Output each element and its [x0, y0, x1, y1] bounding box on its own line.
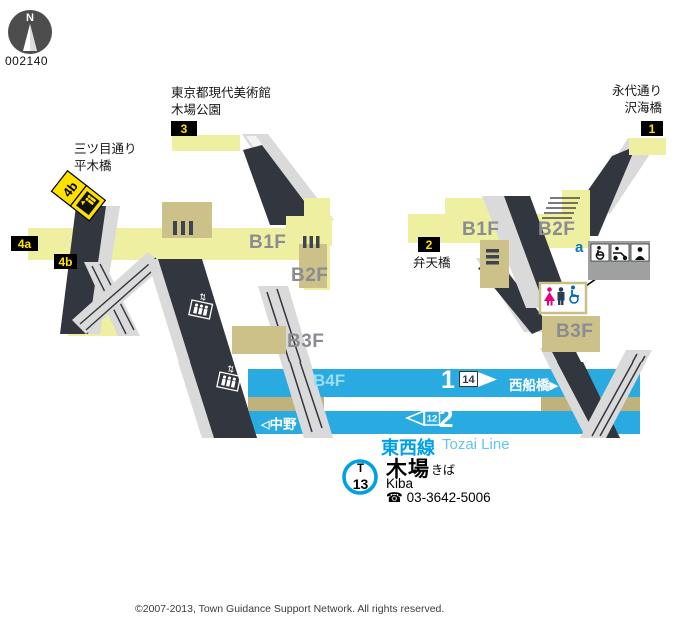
station-name-kana: きば [431, 463, 456, 477]
exit4a-number-badge: 4a [11, 236, 38, 251]
floor-label-b3f-left: B3F [287, 331, 325, 352]
staff-person-icon [635, 247, 645, 260]
exit4-destination-2: 平木橋 [74, 159, 112, 173]
ticket-gate-icon [173, 221, 499, 265]
exit2-destination: 弁天橋 [413, 256, 451, 270]
exit4-destination-1: 三ツ目通り [74, 142, 137, 156]
track1-direction: 西船橋▶ [509, 374, 558, 394]
elevator-icon: ⇅ [216, 364, 242, 392]
phone-number: 03-3642-5006 [406, 490, 491, 505]
compass-icon: N [8, 10, 52, 54]
line-name-ja: 東西線 [381, 438, 435, 458]
track2-direction: ◁中野 [261, 413, 296, 433]
compass-north-label: N [26, 12, 34, 24]
exit4-stair-bands [60, 206, 164, 336]
station-number: 13 [352, 475, 369, 492]
female-icon [544, 287, 555, 306]
mobility-scooter-icon [613, 246, 628, 261]
line-symbol-letter: T [356, 463, 365, 475]
stairs-icon [542, 197, 580, 219]
station-number-badge: T 13 [344, 461, 377, 492]
exit3-destination-2: 木場公園 [171, 103, 222, 117]
svg-text:⇅: ⇅ [198, 292, 207, 303]
male-icon [557, 287, 565, 305]
wheelchair-icon [569, 285, 579, 304]
track1-direction-name: 西船橋 [509, 378, 550, 393]
exit4b-number-badge: 4b [54, 254, 77, 269]
escalator-band-right-b1f [482, 196, 572, 310]
floor-label-b2f-right: B2F [538, 219, 576, 240]
bands-over-platform [178, 361, 646, 438]
exit3-number-badge: 3 [171, 121, 197, 136]
exit1-destination-2: 沢海橋 [624, 101, 662, 115]
track2-number: 2 [439, 403, 454, 433]
exit1-destination-1: 永代通り [611, 84, 662, 98]
exit4b-badge-label: 4b [60, 179, 81, 200]
track1-number: 1 [441, 366, 455, 394]
floor-label-b1f-left: B1F [249, 232, 287, 253]
left-arrow-icon: ◁ [261, 419, 270, 431]
map-id: 002140 [5, 54, 49, 68]
station-symbol-circle [342, 459, 378, 495]
wheelchair-icon [595, 246, 605, 260]
floor-label-b2f-left: B2F [291, 265, 329, 286]
station-name-ja: 木場 [386, 458, 430, 481]
copyright-text: ©2007-2013, Town Guidance Support Networ… [135, 603, 445, 615]
elevator-icon: ⇅ [188, 292, 214, 320]
car-position-track1: 14 [459, 371, 497, 387]
car-position-track2: 12 [404, 409, 441, 427]
phone-icon: ☎ [386, 490, 403, 505]
floor-label-b4f: B4F [313, 371, 346, 390]
accessible-facility-box [588, 241, 650, 280]
accessible-route-label: a [575, 239, 584, 256]
exit3-destination-1: 東京都現代美術館 [171, 86, 272, 100]
floor-label-b3f-right: B3F [556, 321, 594, 342]
station-phone: ☎ 03-3642-5006 [386, 490, 491, 506]
svg-text:⇅: ⇅ [226, 364, 235, 375]
exit2-number-badge: 2 [418, 237, 440, 252]
floor-label-b1f-right: B1F [462, 219, 500, 240]
station-name-en: Kiba [386, 476, 414, 491]
gate-blocks [162, 202, 600, 354]
track2-direction-name: 中野 [269, 417, 297, 432]
right-arrow-icon: ▶ [549, 380, 558, 392]
line-name-en: Tozai Line [442, 436, 510, 453]
exit4b-elevator-badge: 4b [50, 169, 107, 222]
elevator-icon [76, 191, 100, 216]
car-count-track1: 14 [462, 374, 475, 386]
exit1-number-badge: 1 [641, 121, 663, 136]
car-count-track2: 12 [427, 414, 438, 425]
